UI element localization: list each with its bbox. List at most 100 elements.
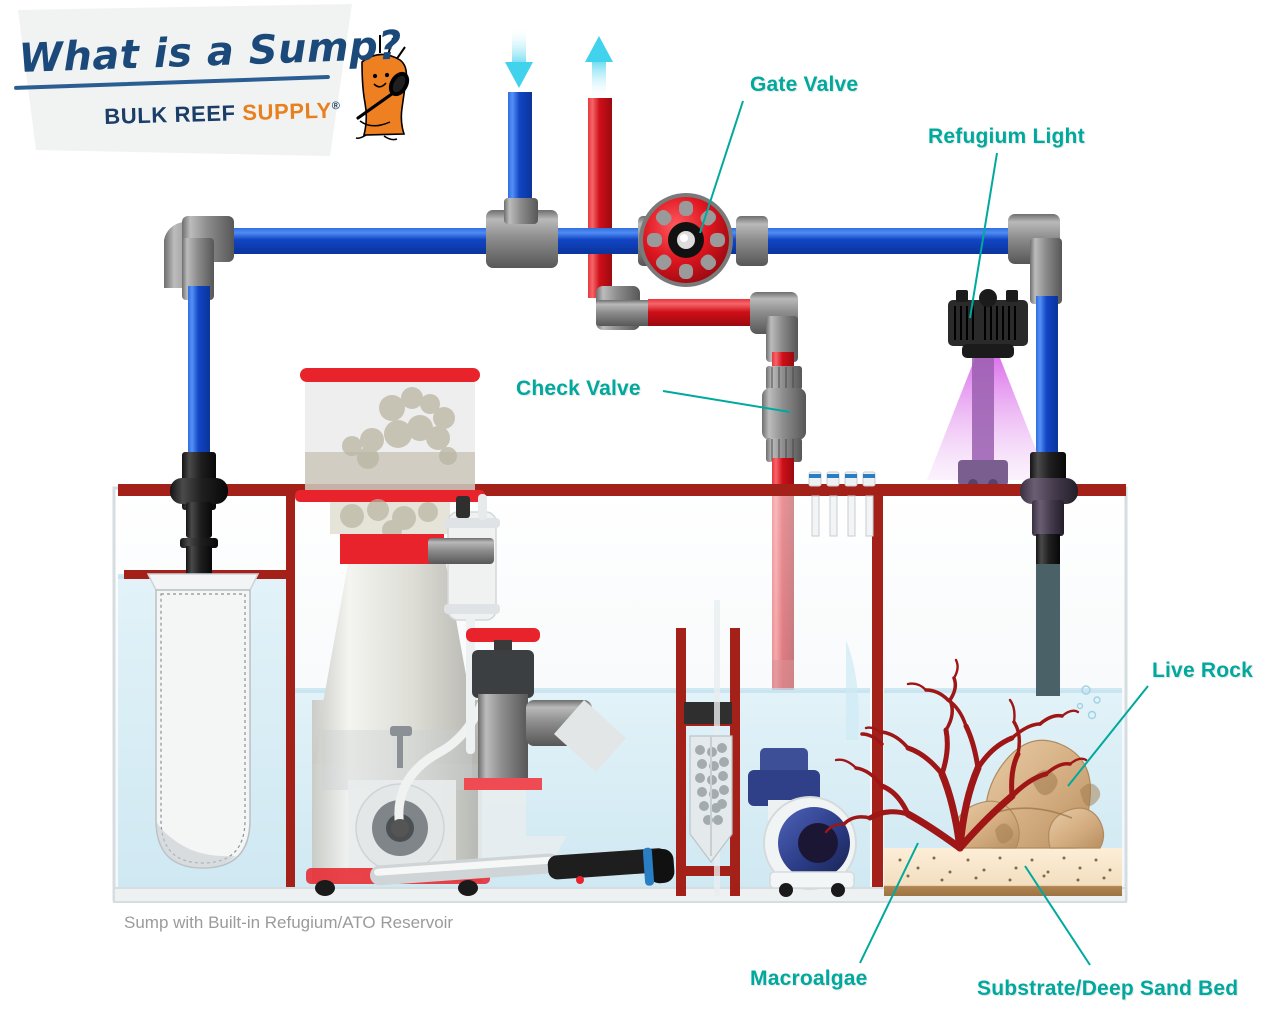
label-live-rock: Live Rock	[1152, 659, 1254, 682]
heater-tube-highlight	[374, 856, 554, 876]
skimmer-foam-cup	[342, 387, 457, 469]
reactor-valve-knob	[456, 496, 470, 518]
refugium-pipe-mid	[1032, 500, 1064, 536]
water-surface-2	[292, 688, 870, 693]
rack-post-right	[730, 628, 740, 896]
refugium-bulkhead	[1020, 478, 1078, 504]
refugium-pipe-lower	[1036, 534, 1060, 566]
label-substrate: Substrate/Deep Sand Bed	[977, 977, 1239, 1000]
rack-shelf-lower	[676, 866, 740, 876]
pump-foot-left	[779, 883, 793, 897]
protein-skimmer	[295, 368, 497, 896]
divider-chamber-1	[286, 488, 295, 896]
leader-refugium-light	[969, 152, 998, 319]
skimmer-neck-ring-top	[295, 490, 485, 502]
sand-grains	[898, 856, 1112, 882]
filter-media-rack	[676, 600, 740, 896]
refugium-light[interactable]	[927, 289, 1048, 489]
sump-top-rim	[118, 484, 1126, 496]
refugium-pipe-submerged	[1036, 564, 1060, 696]
reactor-feed-line	[466, 614, 475, 754]
leader-macroalgae	[859, 842, 919, 964]
valve-body-top	[472, 650, 534, 698]
filter-sock-body	[155, 589, 251, 869]
skimmer-body-ring	[340, 534, 444, 564]
leader-check-valve	[662, 390, 791, 413]
media-reactor	[428, 494, 500, 754]
divider-refugium	[872, 488, 883, 896]
drain-pipe-collar	[180, 538, 218, 548]
leader-live-rock	[1067, 685, 1149, 787]
filter-sock-shadow	[156, 820, 236, 868]
elbow-right-down	[1030, 238, 1062, 304]
light-post-left	[956, 290, 968, 302]
drain-downpipe-left	[188, 286, 210, 472]
drain-pipe-into-sock	[186, 546, 212, 578]
drain-pipe-vertical	[508, 92, 532, 218]
probe	[826, 471, 840, 537]
probe	[808, 471, 822, 537]
drain-pipe-lower	[186, 502, 212, 538]
heater-controller	[547, 848, 668, 880]
light-fins	[954, 306, 1016, 340]
label-check-valve: Check Valve	[516, 377, 641, 400]
reactor-lid	[444, 518, 500, 528]
reactor-base-ring	[444, 604, 500, 614]
valve-downpipe	[478, 790, 566, 872]
refugium-section	[824, 452, 1122, 896]
label-macroalgae: Macroalgae	[750, 967, 868, 990]
water-tint	[846, 640, 859, 740]
light-stand-foot	[958, 460, 1008, 486]
return-pump	[748, 748, 857, 897]
drain-down-arrow	[505, 26, 533, 88]
light-beam-core	[972, 358, 994, 466]
heater-collar	[642, 847, 655, 886]
probe	[862, 471, 876, 537]
header: What is a Sump? BULK REEF SUPPLY®	[0, 0, 440, 170]
valve-body	[478, 694, 528, 788]
return-elbow-right-down	[766, 316, 798, 362]
gate-valve-handwheel[interactable]	[639, 193, 733, 287]
elbow-left-down	[182, 238, 214, 300]
gate-valve-collar-right	[736, 216, 768, 266]
tank-floor	[113, 887, 1127, 903]
tee-branch	[504, 198, 538, 224]
rack-post-left	[676, 628, 686, 896]
light-lens-ring	[962, 344, 1014, 358]
pump-intake	[798, 823, 838, 863]
return-up-arrow	[585, 36, 613, 100]
skimmer-cup-lid	[300, 368, 480, 382]
leader-gate-valve	[699, 100, 744, 234]
leader-substrate	[1024, 865, 1091, 966]
water-surface-fug	[884, 688, 1122, 693]
probe	[844, 471, 858, 537]
reef-mascot-icon	[355, 35, 410, 141]
sand-bed	[884, 848, 1122, 896]
heater-indicator-light	[576, 876, 584, 884]
skimmer-airline-port	[391, 819, 409, 837]
filter-sock-assembly	[146, 452, 260, 869]
label-leaders	[662, 100, 1149, 966]
skimmer-foot-left	[315, 880, 335, 896]
ball-valve-assembly	[464, 628, 626, 872]
probe-holder	[808, 471, 876, 537]
valve-union-ring	[464, 778, 542, 790]
label-gate-valve: Gate Valve	[750, 73, 859, 96]
return-pipe-vertical	[588, 98, 612, 298]
reactor-body	[447, 511, 497, 621]
valve-outlet-nozzle	[554, 700, 626, 772]
filter-foam-block	[684, 702, 732, 724]
return-downpipe-right	[1036, 296, 1058, 472]
pump-foot-right	[831, 883, 845, 897]
return-elbow-left-run	[596, 300, 652, 326]
return-pipe-stub	[772, 352, 794, 368]
label-refugium-light: Refugium Light	[928, 125, 1085, 148]
check-valve[interactable]	[762, 366, 806, 462]
skimmer-foot-right	[458, 880, 478, 896]
macroalgae	[824, 658, 1088, 852]
bulkhead-flange	[170, 478, 228, 504]
reactor-outlet-tube	[478, 494, 487, 520]
filter-sock-ring	[146, 573, 260, 591]
